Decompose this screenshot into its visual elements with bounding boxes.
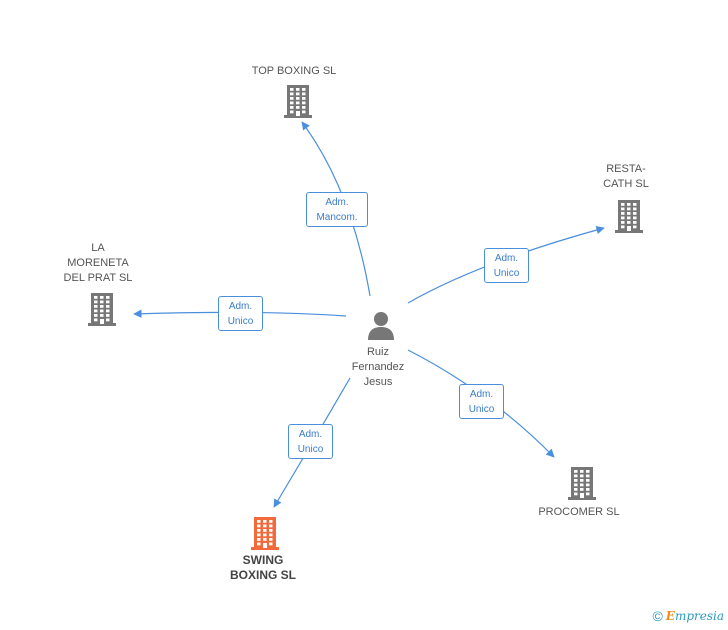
edge-role-badge[interactable]: Adm. Mancom. xyxy=(306,192,368,227)
company-name-la-moreneta[interactable]: LA MORENETA DEL PRAT SL xyxy=(63,242,133,284)
brand-logo[interactable]: Empresia xyxy=(665,609,724,623)
edge-role-badge[interactable]: Adm. Unico xyxy=(484,248,529,283)
copyright-icon: © xyxy=(652,608,663,624)
building-icon[interactable] xyxy=(250,516,280,555)
building-icon[interactable] xyxy=(283,84,313,123)
building-icon[interactable] xyxy=(87,292,117,331)
building-icon[interactable] xyxy=(567,466,597,505)
person-icon[interactable] xyxy=(366,310,396,345)
building-icon[interactable] xyxy=(614,199,644,238)
edge-role-badge[interactable]: Adm. Unico xyxy=(288,424,333,459)
company-name-top-boxing[interactable]: TOP BOXING SL xyxy=(251,65,337,77)
edge-role-badge[interactable]: Adm. Unico xyxy=(218,296,263,331)
edge-role-badge[interactable]: Adm. Unico xyxy=(459,384,504,419)
person-name[interactable]: Ruiz Fernandez Jesus xyxy=(351,346,405,388)
company-name-resta-cath[interactable]: RESTA- CATH SL xyxy=(603,163,649,190)
company-name-procomer[interactable]: PROCOMER SL xyxy=(538,506,620,518)
company-name-swing-boxing[interactable]: SWING BOXING SL xyxy=(229,553,296,582)
footer-brand: © Empresia xyxy=(652,608,724,624)
